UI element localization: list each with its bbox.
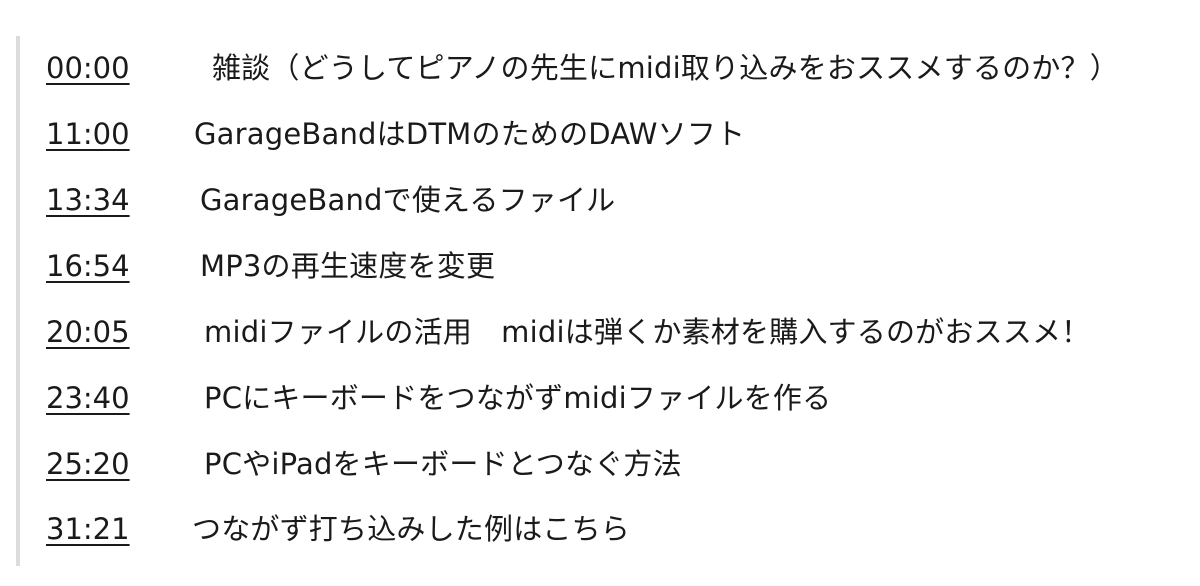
chapter-timestamp-link[interactable]: 20:05	[46, 315, 130, 349]
chapter-title: つながず打ち込みした例はこちら	[192, 512, 631, 546]
chapter-title: GarageBandはDTMのためのDAWソフト	[194, 117, 746, 151]
chapter-timestamp-link[interactable]: 13:34	[46, 183, 130, 217]
chapter-timestamp-link[interactable]: 00:00	[46, 51, 130, 85]
chapter-row: 11:00 GarageBandはDTMのためのDAWソフト	[20, 110, 1180, 158]
chapter-timestamp-link[interactable]: 31:21	[46, 512, 130, 546]
chapter-row: 16:54 MP3の再生速度を変更	[20, 242, 1180, 290]
chapter-timestamp-link[interactable]: 25:20	[46, 447, 130, 481]
chapter-timestamp-link[interactable]: 23:40	[46, 381, 130, 415]
chapter-list: 00:00 雑談（どうしてピアノの先生にmidi取り込みをおススメするのか？） …	[16, 36, 1190, 566]
chapter-title: midiファイルの活用 midiは弾くか素材を購入するのがおススメ！	[204, 315, 1091, 349]
chapter-title: PCやiPadをキーボードとつなぐ方法	[204, 447, 682, 481]
chapter-title: 雑談（どうしてピアノの先生にmidi取り込みをおススメするのか？）	[212, 51, 1119, 85]
chapter-timestamp-link[interactable]: 11:00	[46, 117, 130, 151]
chapter-timestamp-link[interactable]: 16:54	[46, 249, 130, 283]
chapter-row: 25:20 PCやiPadをキーボードとつなぐ方法	[20, 440, 1180, 488]
chapter-row: 00:00 雑談（どうしてピアノの先生にmidi取り込みをおススメするのか？）	[20, 44, 1180, 92]
chapter-row: 23:40 PCにキーボードをつながずmidiファイルを作る	[20, 374, 1180, 422]
chapter-title: MP3の再生速度を変更	[200, 249, 496, 283]
chapter-title: PCにキーボードをつながずmidiファイルを作る	[204, 381, 832, 415]
chapter-row: 13:34 GarageBandで使えるファイル	[20, 176, 1180, 224]
chapter-row: 20:05 midiファイルの活用 midiは弾くか素材を購入するのがおススメ！	[20, 308, 1180, 356]
chapter-title: GarageBandで使えるファイル	[200, 183, 616, 217]
chapter-row: 31:21 つながず打ち込みした例はこちら	[20, 505, 1180, 553]
